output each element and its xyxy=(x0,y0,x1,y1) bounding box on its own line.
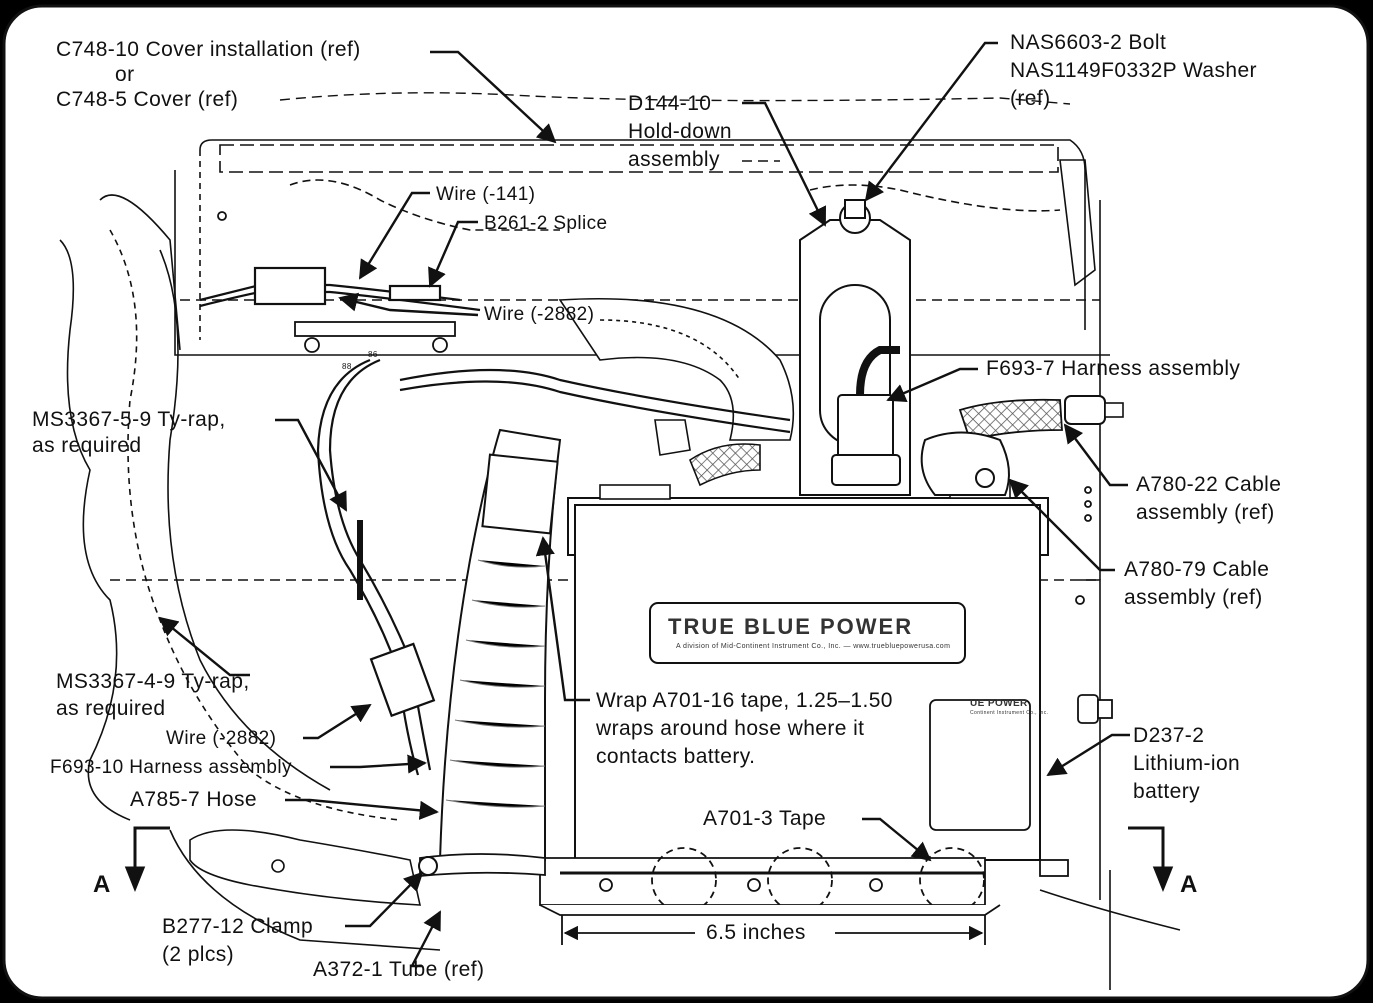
label-tube: A372-1 Tube (ref) xyxy=(313,958,485,981)
label-cable-79-ref: assembly (ref) xyxy=(1124,586,1263,609)
structure-lines xyxy=(59,139,1181,990)
label-wrap-tape-3: contacts battery. xyxy=(596,745,756,768)
label-cover-ref: C748-5 Cover (ref) xyxy=(56,88,239,111)
label-tyrap-5-9-qty: as required xyxy=(32,434,142,457)
leader-dashed xyxy=(279,92,1071,162)
label-battery-type: Lithium-ion xyxy=(1133,752,1241,775)
leader-wire-2882-low xyxy=(303,703,372,740)
label-wrap-tape: Wrap A701-16 tape, 1.25–1.50 xyxy=(596,689,893,712)
label-wire-2882-top: Wire (-2882) xyxy=(484,304,595,325)
label-splice: B261-2 Splice xyxy=(484,213,608,234)
harness-mark-b: 88 xyxy=(342,362,352,371)
ground-strap xyxy=(689,443,761,487)
mounting-bracket-hardware xyxy=(217,211,1113,877)
leader-f693-7 xyxy=(886,367,978,402)
leader-battery xyxy=(1046,733,1130,777)
label-tape-a701-3: A701-3 Tape xyxy=(703,807,827,830)
leader-bolt xyxy=(864,41,998,202)
label-washer: NAS1149F0332P Washer xyxy=(1010,59,1257,82)
leader-cable-22 xyxy=(1063,423,1128,487)
battery-side-tagline: Continent Instrument Co., Inc. xyxy=(970,710,1049,716)
label-wrap-tape-2: wraps around hose where it xyxy=(596,717,865,740)
leader-tyrap-5 xyxy=(275,418,348,512)
leader-wire-141 xyxy=(358,191,430,280)
battery-tray xyxy=(539,847,1001,916)
leader-tube xyxy=(410,910,442,968)
label-wire-141: Wire (-141) xyxy=(436,184,536,205)
battery-brand-logo: TRUE BLUE POWER xyxy=(668,614,914,639)
label-holddown-assembly: assembly xyxy=(628,148,720,171)
battery-tagline: A division of Mid-Continent Instrument C… xyxy=(676,643,951,650)
label-holddown-part: D144-10 xyxy=(628,92,712,115)
label-section-a-right: A xyxy=(1180,871,1198,898)
lug-terminal xyxy=(654,419,691,456)
section-cut-marks xyxy=(124,826,1174,893)
label-tyrap-5-9: MS3367-5-9 Ty-rap, xyxy=(32,408,226,431)
label-section-a-left: A xyxy=(93,871,111,898)
label-f693-10-harness: F693-10 Harness assembly xyxy=(50,757,292,778)
lithium-ion-battery xyxy=(567,479,1049,861)
leader-holddown xyxy=(742,101,827,227)
label-cover-or: or xyxy=(115,63,135,86)
label-tyrap-4-9-qty: as required xyxy=(56,697,166,720)
label-clamp: B277-12 Clamp xyxy=(162,915,314,938)
label-bolt: NAS6603-2 Bolt xyxy=(1010,31,1167,54)
leader-wrap xyxy=(535,536,590,702)
label-cable-79: A780-79 Cable xyxy=(1124,558,1270,581)
label-battery: battery xyxy=(1133,780,1200,803)
leader-hose xyxy=(285,798,439,820)
leader-tyrap-4 xyxy=(158,616,250,677)
label-washer-ref: (ref) xyxy=(1010,87,1051,110)
label-clamp-qty: (2 plcs) xyxy=(162,943,235,966)
label-cover-installation: C748-10 Cover installation (ref) xyxy=(56,38,361,61)
leader-splice xyxy=(428,220,478,288)
label-f693-7-harness: F693-7 Harness assembly xyxy=(986,357,1241,380)
a780-22-braided-cable xyxy=(958,395,1124,442)
f693-7-harness-connector xyxy=(831,346,901,486)
leader-lines xyxy=(158,41,1130,968)
leader-clamp xyxy=(345,871,424,928)
harness-mark-a: 86 xyxy=(368,350,378,359)
label-tyrap-4-9: MS3367-4-9 Ty-rap, xyxy=(56,670,250,693)
dimension-6-5-inches xyxy=(561,915,986,945)
leader-cable-79 xyxy=(1008,478,1115,572)
label-dimension: 6.5 inches xyxy=(706,921,806,944)
label-battery-part: D237-2 xyxy=(1133,724,1205,747)
label-hose: A785-7 Hose xyxy=(130,788,257,811)
wiring-harness xyxy=(199,266,791,776)
leader-cover xyxy=(430,50,557,144)
a785-7-hose xyxy=(418,428,562,877)
air-duct-elbow xyxy=(558,297,795,441)
label-wire-2882-low: Wire (-2882) xyxy=(166,728,277,749)
leader-wire-2882-top xyxy=(338,292,479,317)
leader-tape xyxy=(862,817,932,862)
leader-f693-10 xyxy=(330,754,427,774)
label-cable-22-ref: assembly (ref) xyxy=(1136,501,1275,524)
battery-side-brand: UE POWER xyxy=(970,698,1028,709)
label-cable-22: A780-22 Cable xyxy=(1136,473,1282,496)
a780-79-cable-boot xyxy=(920,431,1010,496)
label-holddown-name: Hold-down xyxy=(628,120,732,143)
